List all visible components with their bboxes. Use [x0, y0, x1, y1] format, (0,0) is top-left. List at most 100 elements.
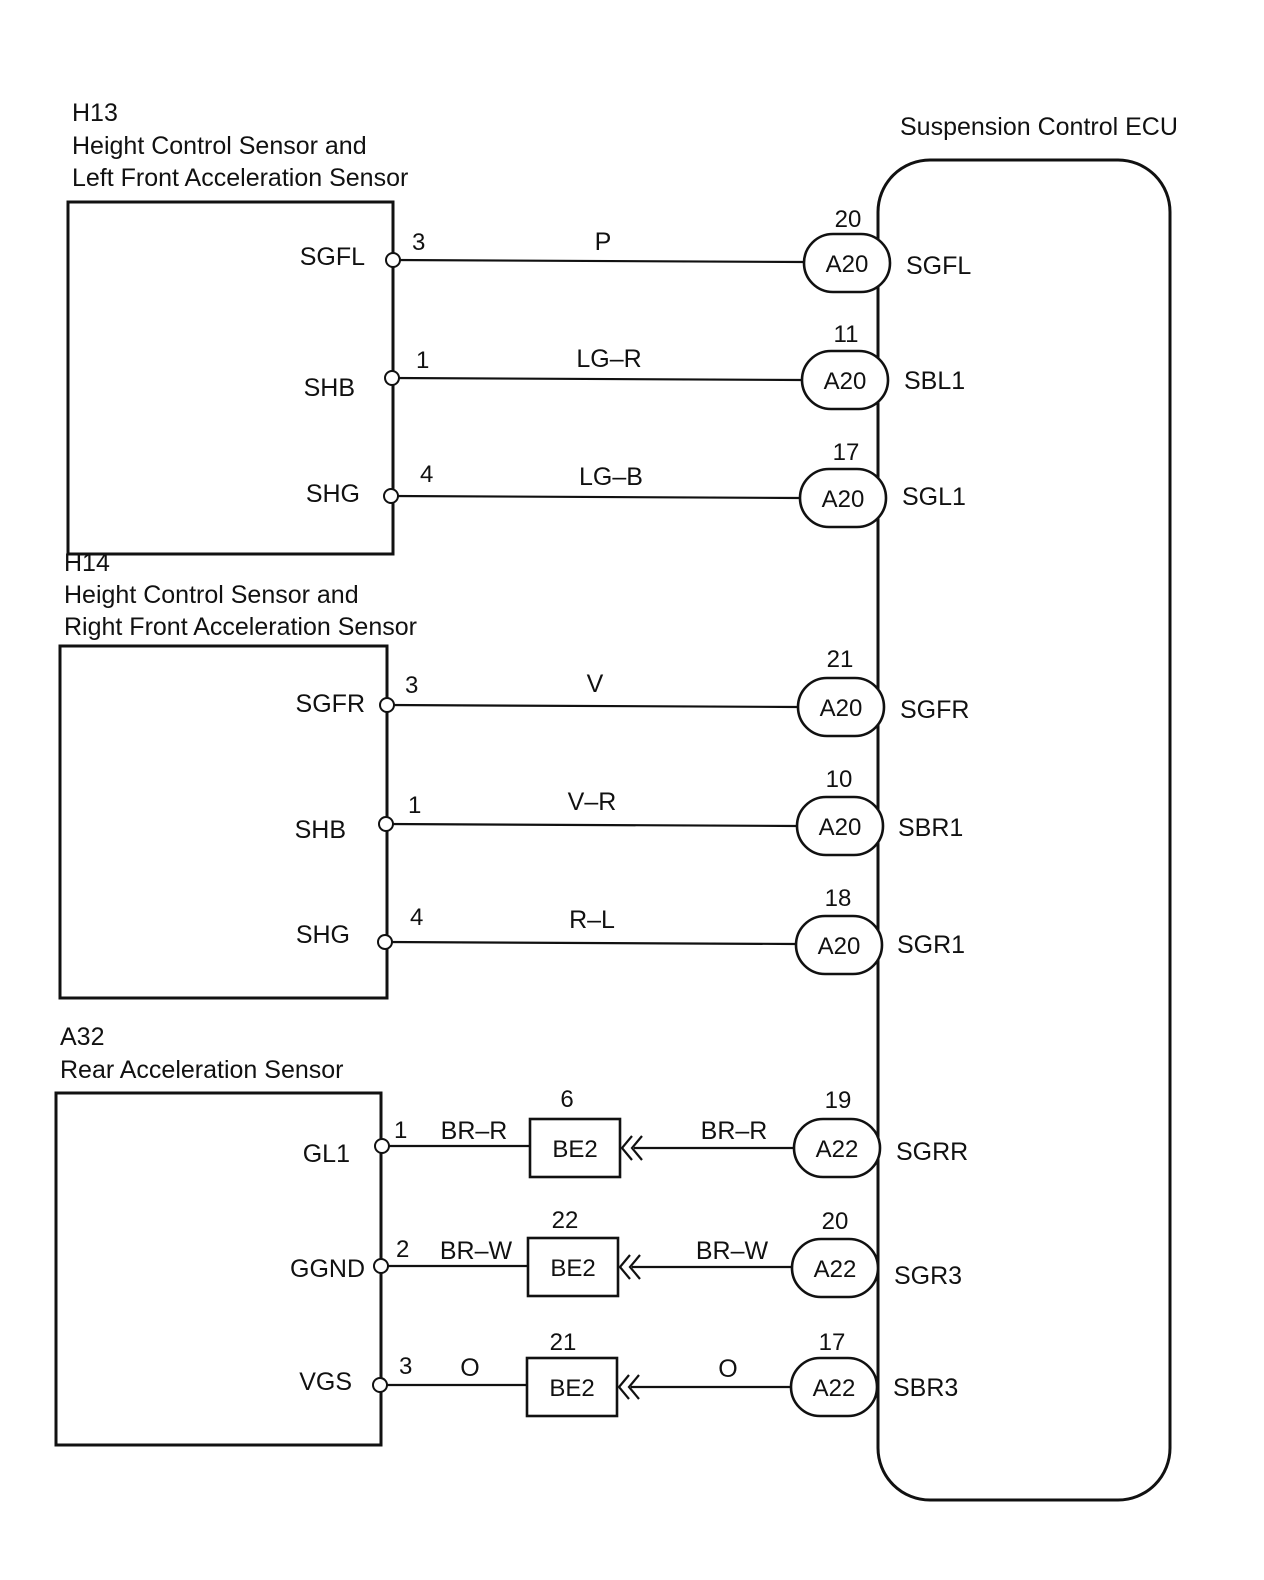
ecu-pin-number: 18 [825, 885, 852, 912]
ecu-connector [800, 349, 890, 411]
ecu-connector-label: A22 [816, 1136, 859, 1163]
ecu-connector-label: A20 [820, 695, 863, 722]
ecu-connector-label: A20 [818, 933, 861, 960]
circuit-row: SHB 1 LG–R 11 A20 SBL1 [304, 321, 965, 411]
sensor-code: H14 [64, 549, 110, 577]
sensor-pin-name: SGFR [296, 690, 365, 718]
sensor-pin-name: SHG [306, 480, 360, 508]
wire-color: R–L [569, 906, 615, 934]
ecu-connector-label: A20 [824, 368, 867, 395]
ecu-connector [790, 1237, 880, 1299]
wire [392, 258, 805, 264]
circuit-row: SGFR 3 V 21 A20 SGFR [296, 646, 969, 738]
sensor-pin-number: 1 [408, 792, 421, 819]
junction-pin-number: 21 [550, 1329, 577, 1356]
ecu-pin-name: SBL1 [904, 367, 965, 395]
sensor-h14: H14 Height Control Sensor and Right Fron… [58, 549, 417, 1000]
sensor-pin-number: 1 [416, 347, 429, 374]
wire-color: LG–R [576, 345, 641, 373]
chevron-connector-icon [617, 1374, 640, 1400]
circuit-row: SHG 4 R–L 18 A20 SGR1 [296, 885, 965, 976]
sensor-pin-number: 4 [420, 461, 433, 488]
chevron-connector-icon [618, 1254, 641, 1280]
sensor-code: A32 [60, 1023, 104, 1051]
junction-connector [528, 1117, 622, 1179]
ecu-connector-label: A20 [826, 251, 869, 278]
ecu-connector [796, 676, 886, 738]
ecu-connector-label: A22 [814, 1256, 857, 1283]
junction-connector [526, 1236, 620, 1298]
wire-color: BR–R [441, 1117, 508, 1145]
ecu-pin-name: SGR1 [897, 931, 965, 959]
terminal [379, 697, 395, 713]
terminal [373, 1258, 389, 1274]
ecu-pin-number: 10 [826, 766, 853, 793]
circuit-row: GL1 1 BR–R 6 BE2 BR–R 19 A22 SGRR [303, 1086, 968, 1179]
terminal [377, 934, 393, 950]
sensor-pin-name: VGS [299, 1368, 352, 1396]
sensor-pin-name: GL1 [303, 1140, 350, 1168]
wire-color: BR–W [440, 1237, 513, 1265]
sensor-pin-number: 2 [396, 1236, 409, 1263]
sensor-pin-name: SHB [295, 816, 346, 844]
sensor-pin-name: GGND [290, 1255, 365, 1283]
ecu-connector [798, 467, 888, 529]
ecu-pin-number: 17 [833, 439, 860, 466]
sensor-name-line: Left Front Acceleration Sensor [72, 164, 408, 192]
ecu-pin-name: SGFL [906, 252, 971, 280]
chevron-connector-icon [620, 1135, 643, 1161]
sensor-a32: A32 Rear Acceleration Sensor [54, 1023, 383, 1447]
sensor-pin-name: SGFL [300, 243, 365, 271]
wire-color: V–R [568, 788, 617, 816]
ecu-connector-label: A20 [822, 486, 865, 513]
ecu-pin-name: SBR3 [893, 1374, 958, 1402]
ecu-pin-name: SBR1 [898, 814, 963, 842]
wire [390, 494, 801, 500]
junction-connector [525, 1356, 619, 1418]
sensor-pin-number: 3 [412, 229, 425, 256]
ecu-connector [795, 795, 885, 857]
sensor-name-line: Right Front Acceleration Sensor [64, 613, 417, 641]
ecu-pin-number: 11 [834, 321, 859, 348]
sensor-h13: H13 Height Control Sensor and Left Front… [66, 99, 408, 556]
terminal [384, 370, 400, 386]
circuit-row: SHG 4 LG–B 17 A20 SGL1 [306, 439, 966, 529]
terminal [383, 488, 399, 504]
ecu-pin-name: SGL1 [902, 483, 966, 511]
ecu-connector [792, 1117, 882, 1179]
wire-color: P [595, 228, 612, 256]
sensor-code: H13 [72, 99, 118, 127]
junction-pin-number: 6 [560, 1086, 573, 1113]
sensor-pin-number: 3 [405, 672, 418, 699]
sensor-pin-number: 1 [394, 1117, 407, 1144]
sensor-name-line: Rear Acceleration Sensor [60, 1056, 343, 1084]
terminal [372, 1377, 388, 1393]
ecu-pin-name: SGFR [900, 696, 969, 724]
ecu-pin-number: 21 [827, 646, 854, 673]
wire [384, 940, 797, 946]
sensor-pin-name: SHB [304, 374, 355, 402]
ecu-pin-name: SGR3 [894, 1262, 962, 1290]
junction-label: BE2 [550, 1255, 595, 1282]
wire [385, 822, 798, 828]
ecu-title: Suspension Control ECU [900, 113, 1178, 141]
junction-label: BE2 [552, 1136, 597, 1163]
wire-color: O [718, 1355, 737, 1383]
circuit-row: SGFL 3 P 20 A20 SGFL [300, 206, 971, 294]
ecu-pin-number: 20 [835, 206, 862, 233]
ecu-pin-number: 20 [822, 1208, 849, 1235]
wire-color: O [460, 1354, 479, 1382]
sensor-pin-name: SHG [296, 921, 350, 949]
wire [391, 376, 803, 382]
sensor-name-line: Height Control Sensor and [64, 581, 359, 609]
terminal [374, 1138, 390, 1154]
ecu-pin-number: 19 [825, 1087, 852, 1114]
terminal [378, 816, 394, 832]
terminal [385, 252, 401, 268]
wire-color: V [587, 670, 604, 698]
ecu-connector-label: A22 [813, 1375, 856, 1402]
ecu-connector-label: A20 [819, 814, 862, 841]
ecu-pin-name: SGRR [896, 1138, 968, 1166]
ecu-connector [794, 914, 884, 976]
